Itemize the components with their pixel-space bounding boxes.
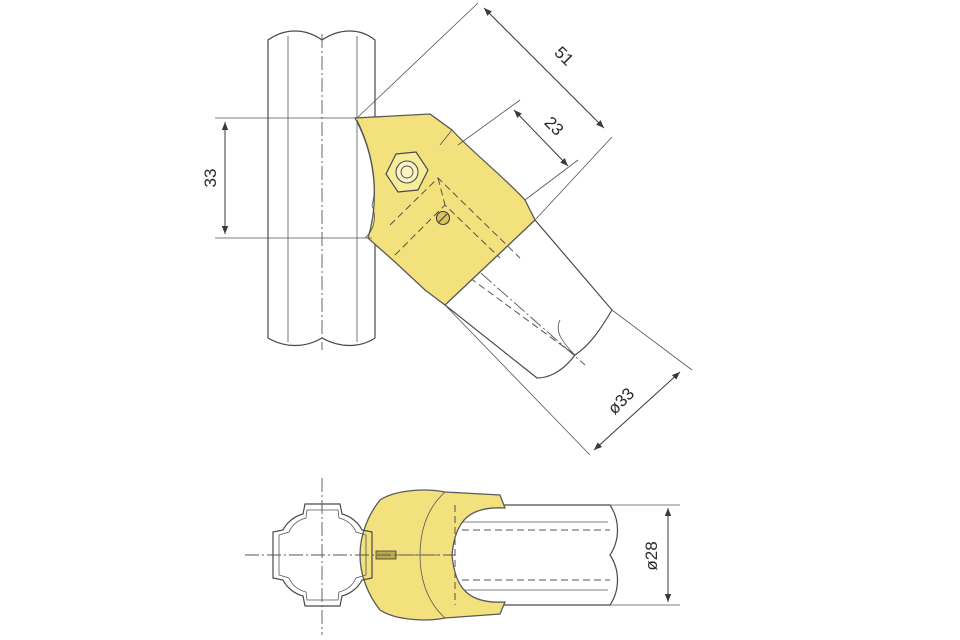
top-view: 33 51 23 ø33 — [201, 2, 693, 456]
hex-nut-icon — [385, 151, 429, 193]
cross-section-profile — [272, 503, 373, 607]
angled-pipe-body — [444, 219, 613, 379]
dimension-33: 33 — [201, 117, 372, 239]
dimension-dia33-label: ø33 — [604, 384, 638, 418]
dimension-33-label: 33 — [201, 169, 220, 188]
pipe-cross-section — [245, 478, 455, 635]
dimension-51-label: 51 — [550, 43, 577, 70]
dimension-dia33: ø33 — [444, 304, 693, 456]
horizontal-pipe-body — [449, 504, 619, 606]
joint-body — [353, 113, 536, 306]
yellow-joint — [353, 113, 536, 306]
dimension-23-label: 23 — [540, 113, 567, 140]
angled-pipe-centerline — [414, 214, 586, 366]
horizontal-pipe — [440, 504, 619, 606]
set-screw-icon — [435, 210, 451, 226]
angled-pipe — [414, 214, 613, 379]
vertical-pipe — [267, 30, 376, 350]
dimension-dia28: ø28 — [610, 504, 680, 606]
bottom-view: ø28 — [245, 478, 680, 635]
vertical-pipe-body — [267, 30, 376, 347]
dimension-dia28-label: ø28 — [642, 541, 661, 570]
